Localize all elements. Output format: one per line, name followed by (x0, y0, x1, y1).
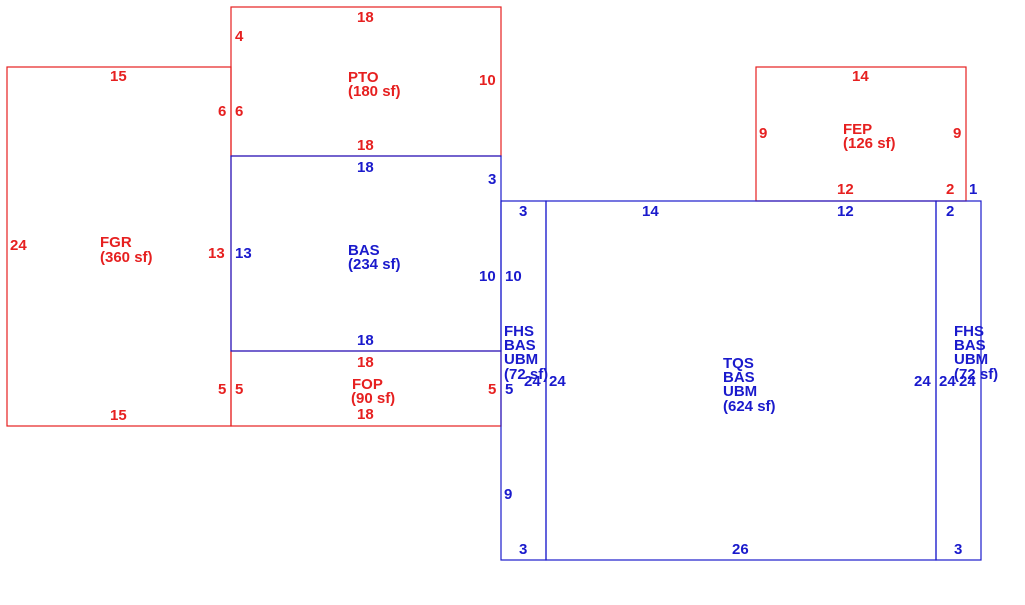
fep-code: FEP (843, 121, 872, 138)
tqs-line-2: BAS (723, 369, 755, 386)
dim-fop-left: 5 (235, 381, 243, 398)
dim-fgr-right-lower: 5 (218, 381, 226, 398)
dim-fop-top: 18 (357, 354, 374, 371)
dim-fhsr-bottom: 3 (954, 541, 962, 558)
fhs-left-line-1: FHS (504, 323, 534, 340)
dim-fhsl-left-upper: 10 (505, 268, 522, 285)
dim-fop-right: 5 (488, 381, 496, 398)
fhs-right-line-2: BAS (954, 337, 986, 354)
dim-fhsl-bottom: 3 (519, 541, 527, 558)
fhs-left-area: (72 sf) (504, 366, 548, 383)
dim-fhsl-left-mid: 5 (505, 381, 513, 398)
dim-fep-bottom: 12 (837, 181, 854, 198)
dim-fop-bottom: 18 (357, 406, 374, 423)
dim-fhsl-right: 24 (524, 373, 541, 390)
dim-tqs-left: 24 (549, 373, 566, 390)
dim-fhsl-top: 3 (519, 203, 527, 220)
fhs-left-line-3: UBM (504, 351, 538, 368)
dim-fhsr-top: 2 (946, 203, 954, 220)
fgr-area: (360 sf) (100, 249, 153, 266)
dim-bas-bottom: 18 (357, 332, 374, 349)
dim-pto-right: 10 (479, 72, 496, 89)
pto-area: (180 sf) (348, 83, 401, 100)
fep-area: (126 sf) (843, 135, 896, 152)
dim-bas-right: 10 (479, 268, 496, 285)
dim-tqs-top-right: 12 (837, 203, 854, 220)
fhs-right-line-1: FHS (954, 323, 984, 340)
dim-tqs-top-left: 14 (642, 203, 659, 220)
dim-fep-right: 9 (953, 125, 961, 142)
fhs-left-line-2: BAS (504, 337, 536, 354)
dim-fhsl-left-lower: 9 (504, 486, 512, 503)
dim-fep-left: 9 (759, 125, 767, 142)
dim-fep-top: 14 (852, 68, 869, 85)
bas-area: (234 sf) (348, 256, 401, 273)
dim-bas-top: 18 (357, 159, 374, 176)
dim-fgr-bottom: 15 (110, 407, 127, 424)
dim-fgr-left: 24 (10, 237, 27, 254)
dim-fhsr-right: 24 (959, 373, 976, 390)
dim-pto-top: 18 (357, 9, 374, 26)
fhs-right-area: (72 sf) (954, 366, 998, 383)
dim-pto-bottom: 18 (357, 137, 374, 154)
dim-tqs-bottom: 26 (732, 541, 749, 558)
tqs-area: (624 sf) (723, 398, 776, 415)
pto-code: PTO (348, 69, 379, 86)
dim-bas-right-upper: 3 (488, 171, 496, 188)
dim-fep-bottom-right: 2 (946, 181, 954, 198)
fhs-right-outline (935, 200, 982, 561)
dim-fgr-right: 13 (208, 245, 225, 262)
dim-fhsr-left: 24 (939, 373, 956, 390)
dim-tqs-right: 24 (914, 373, 931, 390)
dim-fgr-top: 15 (110, 68, 127, 85)
dim-fgr-right-upper: 6 (218, 103, 226, 120)
dim-fep-side-right: 1 (969, 181, 977, 198)
dim-bas-left: 13 (235, 245, 252, 262)
fgr-code: FGR (100, 234, 132, 251)
dim-pto-left-lower: 6 (235, 103, 243, 120)
dim-pto-left-upper: 4 (235, 28, 244, 45)
bas-code: BAS (348, 242, 380, 259)
fop-area: (90 sf) (351, 390, 395, 407)
fhs-right-line-3: UBM (954, 351, 988, 368)
tqs-line-1: TQS (723, 355, 754, 372)
tqs-line-3: UBM (723, 383, 757, 400)
fop-code: FOP (352, 376, 383, 393)
